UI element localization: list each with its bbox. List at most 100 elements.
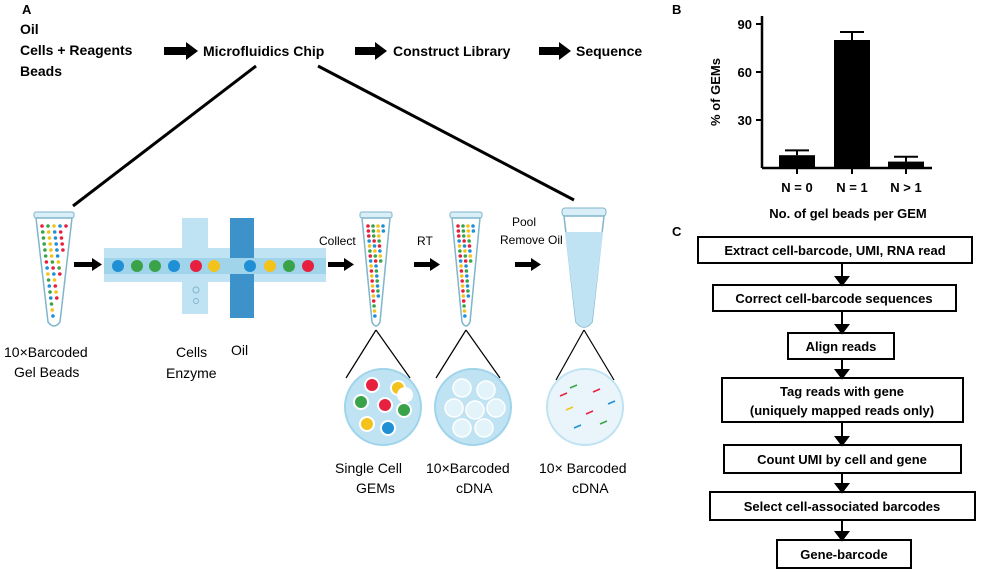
bead-dot (43, 254, 48, 258)
chip-droplet (264, 260, 276, 272)
label-cdna-b-1: 10× Barcoded (539, 460, 627, 476)
cdna-fragment (607, 400, 616, 405)
bead-dot (462, 304, 466, 308)
bead-dot (369, 264, 373, 268)
pipeline-step-tag-label: Tag reads with gene (780, 384, 904, 399)
bead-dot (40, 224, 44, 228)
bead-dot (371, 234, 376, 238)
bead-dot (64, 224, 68, 228)
bead-dot (459, 264, 463, 268)
bead-dot (462, 309, 467, 313)
chip-droplet (302, 260, 314, 272)
cdna-droplet (452, 418, 472, 438)
label-gems-1: Single Cell (335, 460, 402, 476)
bead-dot (52, 230, 57, 234)
bead-dot (52, 278, 57, 282)
workflow-arrow-1 (164, 42, 198, 60)
bead-dot (461, 299, 466, 303)
bead-dot (461, 224, 465, 228)
bead-dot (462, 244, 467, 248)
pipeline-step-count-label: Count UMI by cell and gene (757, 452, 927, 467)
cdna-droplet (452, 378, 472, 398)
bead-dot (49, 248, 53, 252)
bead-dot (370, 279, 374, 283)
pipeline-step-select: Select cell-associated barcodes (709, 491, 976, 521)
bead-dot (41, 236, 46, 240)
bead-dot (458, 259, 463, 263)
pipeline-step-align-label: Align reads (806, 339, 877, 354)
pipeline-step-select-label: Select cell-associated barcodes (744, 499, 941, 514)
label-beads-1: 10×Barcoded (4, 344, 88, 360)
label-pool: Pool (512, 215, 536, 229)
pipeline-step-tag-note: (uniquely mapped reads only) (750, 403, 934, 418)
bead-dot (53, 284, 58, 288)
bead-dot (376, 229, 381, 233)
bead-dot (59, 236, 64, 240)
bead-dot (460, 284, 465, 288)
x-tick-label: N = 0 (781, 180, 812, 195)
pooled-tube (561, 207, 607, 328)
bead-dot (370, 284, 375, 288)
chip-droplet (208, 260, 220, 272)
arrow-to-chip (74, 258, 102, 271)
bead-dot (375, 284, 380, 288)
input-oil: Oil (20, 21, 39, 37)
y-axis-label: % of GEMs (708, 58, 723, 126)
bead-dot (458, 249, 462, 253)
bead-dot (46, 272, 50, 276)
bead-dot (55, 254, 60, 258)
gem-bead (359, 416, 375, 432)
bead-dot (57, 266, 61, 270)
bead-dot (464, 269, 469, 273)
step-construct-library: Construct Library (393, 43, 511, 59)
bead-dot (375, 279, 379, 283)
label-collect: Collect (319, 234, 356, 248)
bead-dot (58, 272, 62, 276)
gem-bead (380, 420, 396, 436)
bead-dot (459, 269, 464, 273)
pipeline-step-correct-label: Correct cell-barcode sequences (735, 291, 932, 306)
bead-dot (53, 236, 58, 240)
gel-bead-tube (33, 211, 75, 327)
bead-dot (378, 259, 383, 263)
arrow-rt (414, 258, 440, 271)
bead-dot (61, 248, 65, 252)
cdna-fragment (569, 384, 578, 389)
bead-dot (465, 279, 469, 283)
bead-dot (471, 224, 475, 228)
label-rt: RT (417, 234, 433, 248)
pipeline-step-gene-barcode: Gene-barcode (776, 539, 912, 569)
pipeline-step-align: Align reads (787, 332, 895, 360)
zoom-triangle-gems (345, 329, 411, 379)
bead-dot (456, 224, 460, 228)
bead-dot (372, 304, 376, 308)
bead-dot (461, 229, 466, 233)
chip-droplet (112, 260, 124, 272)
bar (888, 161, 924, 168)
bead-dot (471, 229, 476, 233)
bead-dot (463, 314, 467, 318)
x-tick-label: N = 1 (836, 180, 867, 195)
bead-dot (58, 224, 62, 228)
bead-dot (463, 254, 468, 258)
cdna-droplet (476, 380, 496, 400)
bead-dot (468, 254, 473, 258)
pipeline-step-correct: Correct cell-barcode sequences (712, 284, 957, 312)
gem-bead (397, 387, 413, 403)
pipeline-step-extract: Extract cell-barcode, UMI, RNA read (697, 236, 973, 264)
chip-droplet (131, 260, 143, 272)
bead-dot (375, 274, 379, 278)
bead-dot (378, 249, 382, 253)
chip-droplet (283, 260, 295, 272)
bead-dot (51, 266, 55, 270)
bead-dot (370, 274, 374, 278)
bead-dot (381, 224, 385, 228)
bead-dot (378, 254, 383, 258)
zoom-line-right (317, 64, 575, 202)
bead-dot (462, 239, 466, 243)
bead-dot (48, 290, 52, 294)
bead-dot (44, 260, 49, 264)
chip-droplet (149, 260, 161, 272)
bead-dot (377, 244, 382, 248)
chip-droplet (190, 260, 202, 272)
